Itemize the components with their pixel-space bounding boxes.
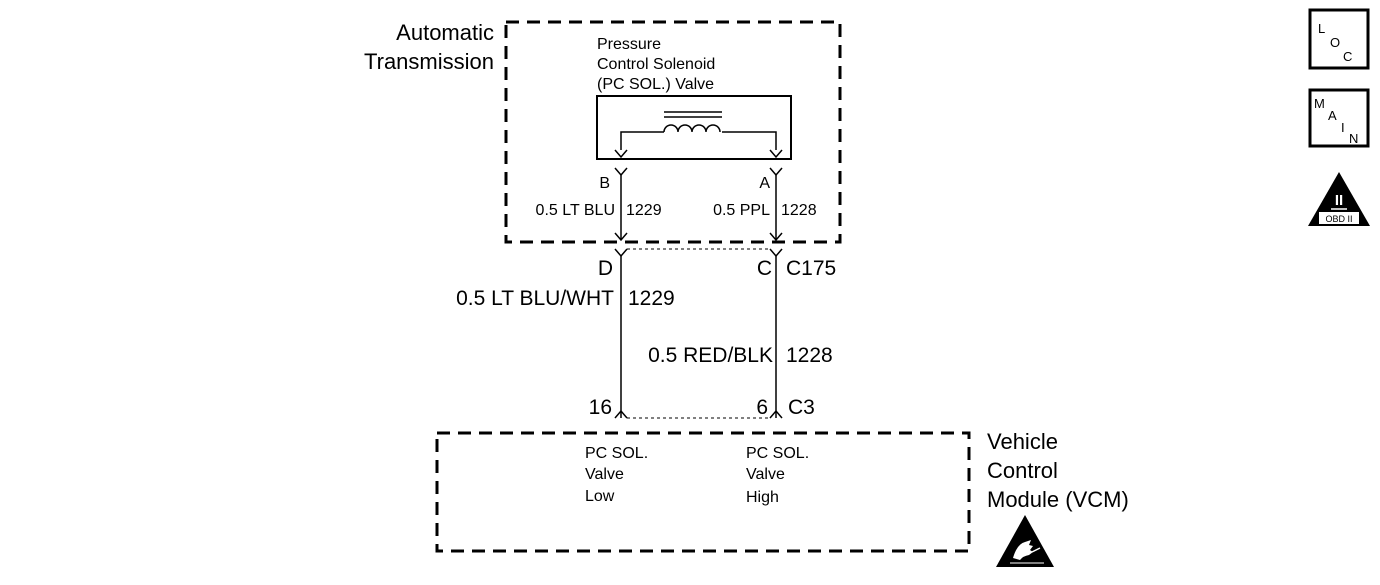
vcm-high-line3: High	[746, 489, 779, 506]
terminal-a-connector	[769, 167, 783, 177]
vcm-label-line3: Module (VCM)	[987, 487, 1129, 512]
solenoid-label-line3: (PC SOL.) Valve	[597, 76, 714, 93]
vcm-low-line2: Valve	[585, 466, 624, 483]
obd-numeral: II	[1335, 192, 1343, 209]
vcm-label-line1: Vehicle	[987, 429, 1058, 454]
terminal-b-connector	[614, 167, 628, 177]
vcm-enclosure	[435, 431, 971, 553]
terminal-a: A	[759, 175, 770, 192]
loc-letter-c: C	[1343, 49, 1352, 64]
transmission-label-line1: Automatic	[396, 20, 494, 45]
connector-c175	[614, 248, 783, 258]
c3-pin-16: 16	[589, 396, 612, 419]
wire-a-circuit: 1228	[781, 202, 817, 219]
c175-name: C175	[786, 257, 836, 280]
vcm-label-line2: Control	[987, 458, 1058, 483]
vcm-low-line1: PC SOL.	[585, 445, 648, 462]
c3-name: C3	[788, 396, 815, 419]
c175-pin-c: C	[757, 257, 772, 280]
obd-ii-icon[interactable]: II OBD II	[1308, 172, 1370, 226]
main-letter-i: I	[1341, 120, 1345, 135]
vcm-high-line1: PC SOL.	[746, 445, 809, 462]
main-letter-m: M	[1314, 96, 1325, 111]
main-letter-a: A	[1328, 108, 1337, 123]
main-letter-n: N	[1349, 131, 1358, 146]
transmission-label-line2: Transmission	[364, 49, 494, 74]
wire-b-color: 0.5 LT BLU	[536, 202, 615, 219]
transmission-enclosure	[504, 20, 842, 244]
c175-pin-d: D	[598, 257, 613, 280]
vcm-high-line2: Valve	[746, 466, 785, 483]
wire-a-color: 0.5 PPL	[713, 202, 770, 219]
esd-warning-icon	[996, 515, 1054, 567]
solenoid-label-line1: Pressure	[597, 36, 661, 53]
wire-1229-circuit: 1229	[628, 287, 675, 310]
c3-pin-6: 6	[756, 396, 768, 419]
loc-icon[interactable]: L O C	[1308, 8, 1370, 70]
vcm-low-line3: Low	[585, 488, 615, 505]
solenoid-component	[596, 95, 792, 160]
terminal-b: B	[599, 175, 610, 192]
wire-b-circuit: 1229	[626, 202, 662, 219]
wire-1228-circuit: 1228	[786, 344, 833, 367]
wire-1228-color: 0.5 RED/BLK	[648, 344, 773, 367]
connector-c3	[614, 409, 783, 419]
solenoid-label-line2: Control Solenoid	[597, 56, 715, 73]
coil-icon	[663, 124, 721, 133]
wire-1229-color: 0.5 LT BLU/WHT	[456, 287, 614, 310]
main-icon[interactable]: M A I N	[1308, 88, 1370, 148]
obd-text: OBD II	[1325, 214, 1352, 224]
loc-letter-o: O	[1330, 35, 1340, 50]
loc-letter-l: L	[1318, 21, 1325, 36]
